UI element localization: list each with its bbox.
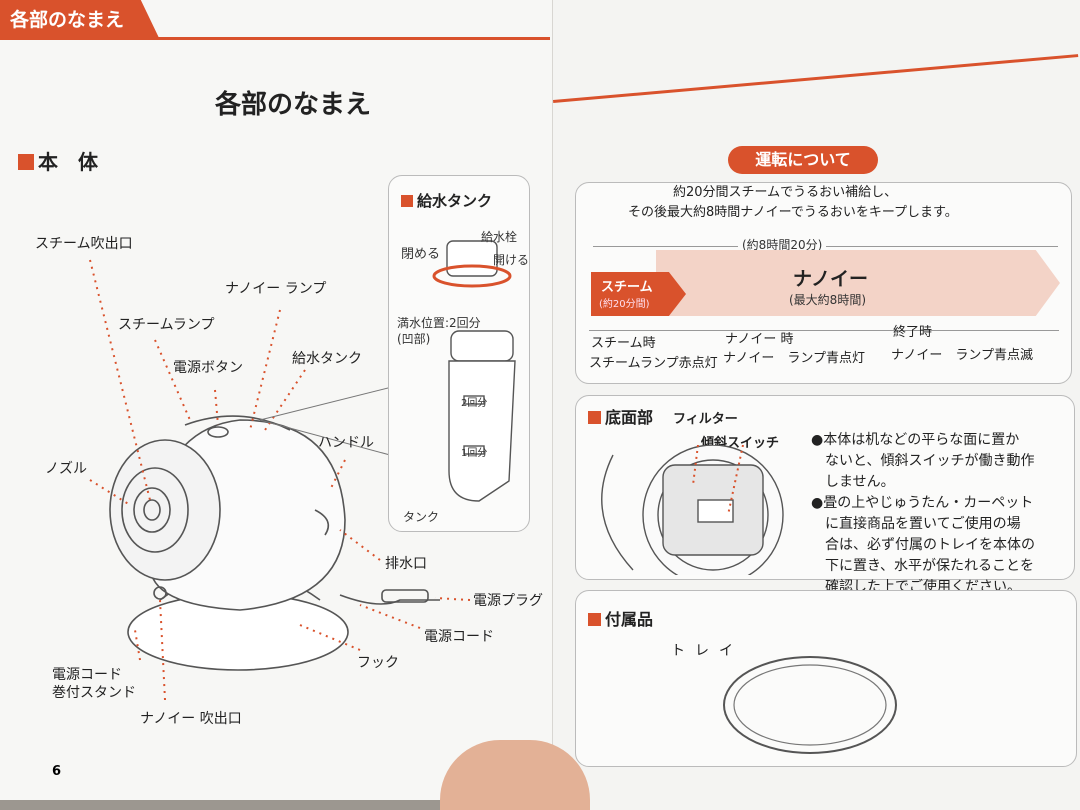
tank-label: タンク bbox=[403, 510, 440, 524]
tank-inset-box: 給水タンク 閉める 給水栓 開ける 満水位置:2回分 (凹部) 2回分 1回分 … bbox=[388, 175, 530, 532]
section-marker bbox=[401, 195, 413, 207]
steam-bar-sub: (約20分間) bbox=[599, 299, 650, 310]
operation-title: 運転について bbox=[728, 146, 878, 174]
duration-label: (約8時間20分) bbox=[738, 236, 827, 253]
nanoe-bar bbox=[656, 250, 1060, 316]
section-marker bbox=[18, 154, 34, 170]
page-number: 6 bbox=[52, 764, 62, 779]
table-value-nanoe: ナノイー ランプ青点灯 bbox=[723, 351, 865, 366]
hand bbox=[440, 740, 590, 810]
label-drain: 排水口 bbox=[385, 556, 427, 572]
label-nanoe-outlet: ナノイー 吹出口 bbox=[140, 711, 242, 727]
humidifier-illustration bbox=[89, 259, 471, 701]
label-power-button: 電源ボタン bbox=[173, 360, 243, 376]
bottom-note-2: ●畳の上やじゅうたん・カーペット に直接商品を置いてご使用の場 合は、必ず付属の… bbox=[811, 495, 1035, 595]
header-rule bbox=[150, 37, 550, 40]
bottom-title: 底面部 bbox=[588, 404, 653, 428]
steam-bar-label: スチーム bbox=[601, 280, 653, 295]
accessory-box bbox=[575, 590, 1077, 767]
nanoe-bar-label: ナノイー bbox=[793, 268, 869, 290]
nanoe-bar-sub: (最大約8時間) bbox=[789, 293, 866, 307]
bottom-note-1: ●本体は机などの平らな面に置か ないと、傾斜スイッチが働き動作 しません。 bbox=[811, 432, 1035, 490]
section-marker bbox=[588, 411, 601, 424]
tank-fill-line1: 満水位置:2回分 bbox=[397, 316, 481, 330]
table-heading-end: 終了時 bbox=[893, 325, 933, 340]
right-page: 運転について 約20分間スチームでうるおい補給し、 その後最大約8時間ナノイーで… bbox=[553, 0, 1080, 810]
tray-illustration bbox=[723, 656, 897, 754]
tray-label: トレイ bbox=[671, 643, 743, 659]
left-page: 各部のなまえ 各部のなまえ 本 体 bbox=[0, 0, 554, 800]
label-handle: ハンドル bbox=[318, 435, 374, 451]
table-value-end: ナノイー ランプ青点滅 bbox=[891, 348, 1033, 363]
label-cord-stand-1: 電源コード bbox=[52, 667, 122, 683]
label-hook: フック bbox=[357, 655, 399, 671]
table-value-steam: スチームランプ赤点灯 bbox=[589, 356, 718, 371]
header-rule bbox=[553, 54, 1079, 103]
section-tab: 各部のなまえ bbox=[0, 0, 160, 40]
operation-line2: その後最大約8時間ナノイーでうるおいをキープします。 bbox=[628, 205, 958, 220]
operation-line1: 約20分間スチームでうるおい補給し、 bbox=[673, 185, 898, 200]
tank-cap-label: 給水栓 bbox=[481, 230, 518, 244]
label-cord-stand-2: 巻付スタンド bbox=[52, 685, 136, 701]
label-water-tank: 給水タンク bbox=[292, 351, 362, 367]
tank-mark-1: 1回分 bbox=[461, 448, 488, 459]
steam-bar bbox=[591, 272, 686, 316]
label-power-plug: 電源プラグ bbox=[473, 593, 543, 609]
label-nozzle: ノズル bbox=[45, 461, 87, 477]
accessory-title: 付属品 bbox=[588, 606, 653, 630]
tank-close-label: 閉める bbox=[401, 247, 441, 262]
filter-label: フィルター bbox=[673, 412, 738, 427]
table-heading-nanoe: ナノイー 時 bbox=[725, 332, 794, 347]
section-marker bbox=[588, 613, 601, 626]
tank-mark-2: 2回分 bbox=[461, 398, 488, 409]
label-steam-lamp: スチームランプ bbox=[118, 317, 215, 333]
tank-fill-line2: (凹部) bbox=[397, 332, 431, 346]
bottom-illustration bbox=[601, 445, 784, 575]
page-title: 各部のなまえ bbox=[215, 90, 372, 120]
table-top-rule bbox=[589, 330, 1059, 331]
table-heading-steam: スチーム時 bbox=[591, 336, 656, 351]
label-nanoe-lamp: ナノイー ランプ bbox=[225, 281, 327, 297]
section-heading-body: 本 体 bbox=[18, 146, 98, 175]
tank-box-title: 給水タンク bbox=[401, 190, 492, 211]
label-power-cord: 電源コード bbox=[424, 629, 494, 645]
label-steam-outlet: スチーム吹出口 bbox=[35, 236, 133, 252]
tank-illustration bbox=[432, 240, 516, 502]
tank-open-label: 開ける bbox=[493, 253, 530, 267]
